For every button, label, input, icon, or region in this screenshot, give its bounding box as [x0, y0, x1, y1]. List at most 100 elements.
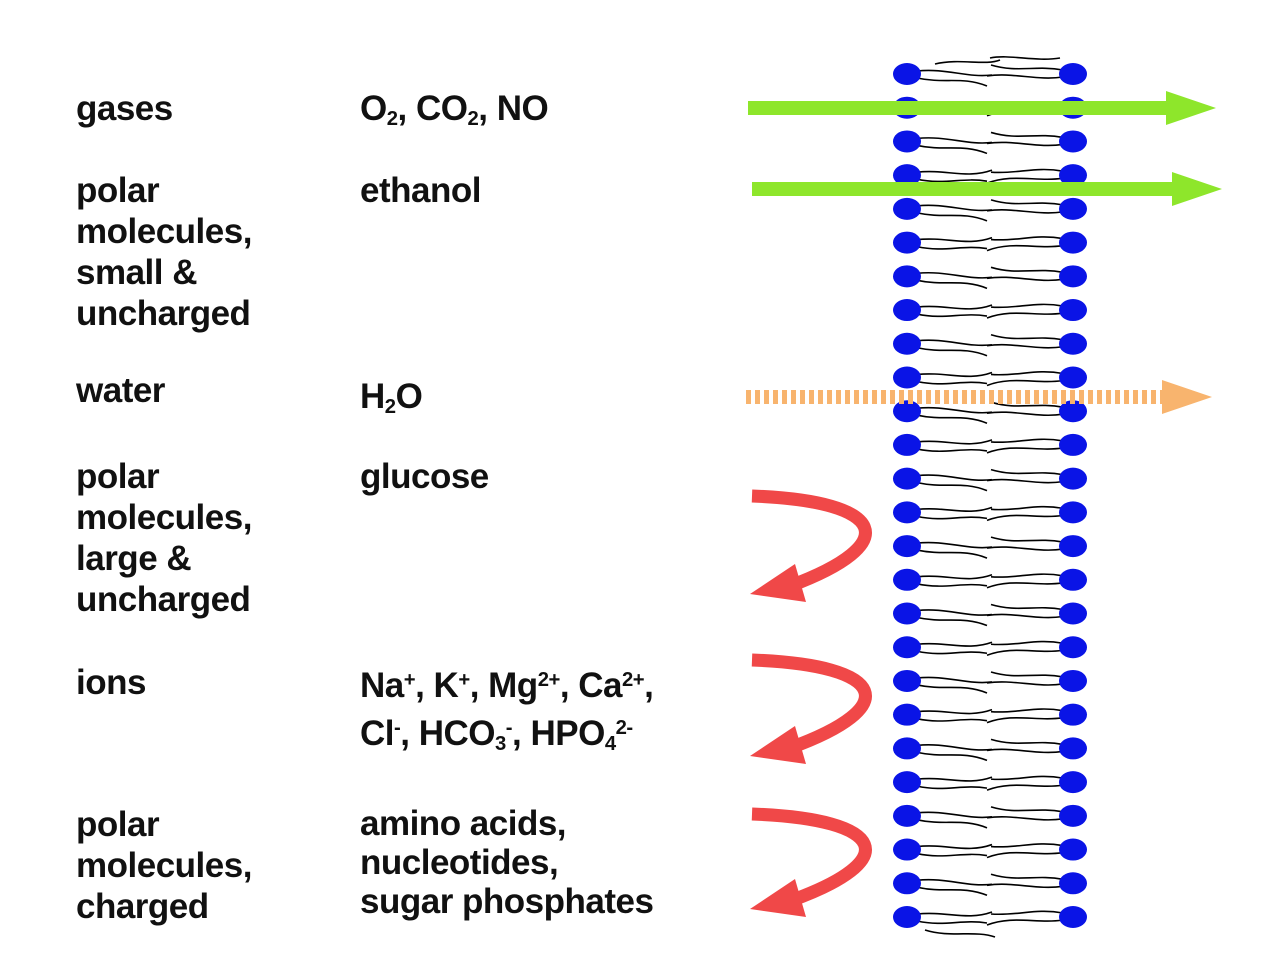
- lipid-tail: [916, 137, 993, 144]
- lipid-tail: [916, 474, 993, 481]
- lipid-head: [893, 197, 921, 220]
- lipid-tail: [986, 514, 1064, 522]
- lipid-head: [893, 366, 921, 389]
- example-text: , NO: [478, 89, 549, 128]
- lipid-tail: [990, 738, 1064, 746]
- phospholipid-pair: [893, 231, 1087, 254]
- lipid-tail: [916, 279, 988, 290]
- example-line: sugar phosphates: [360, 882, 654, 921]
- lipid-tail: [916, 609, 993, 616]
- category-line: polar: [76, 457, 160, 496]
- phospholipid-pair: [893, 669, 1087, 694]
- example-line: ethanol: [360, 170, 481, 211]
- arrow-head: [1162, 380, 1212, 414]
- lipid-head: [1059, 737, 1087, 760]
- lipid-head: [1059, 400, 1087, 423]
- lipid-tail: [916, 541, 993, 549]
- example-line: nucleotides,: [360, 843, 653, 882]
- example-text: -: [505, 716, 513, 739]
- lipid-tail: [990, 573, 1064, 578]
- phospholipid-pair: [893, 568, 1087, 591]
- lipid-tail: [916, 212, 988, 222]
- lipid-head: [893, 804, 921, 827]
- lipid-tail: [916, 371, 993, 378]
- arrow-head: [1166, 91, 1216, 125]
- lipid-tail: [916, 650, 988, 655]
- lipid-tail: [916, 304, 993, 310]
- lipid-head: [893, 568, 921, 591]
- lipid-tail: [990, 843, 1064, 848]
- lipid-tail: [916, 414, 988, 424]
- arrow-shaft: [751, 653, 872, 755]
- lipid-head: [893, 501, 921, 524]
- phospholipid-pair: [893, 197, 1087, 222]
- lipid-head: [1059, 669, 1087, 692]
- lipid-tail: [990, 131, 1064, 139]
- lipid-head: [893, 737, 921, 760]
- phospholipid-pair: [893, 602, 1087, 627]
- lipid-head: [1059, 501, 1087, 524]
- slow-pass-arrow: [746, 380, 1212, 414]
- example-text: +: [403, 668, 416, 691]
- example-text: 2-: [615, 716, 634, 739]
- lipid-tail: [916, 204, 993, 212]
- category-line: polar: [76, 171, 160, 210]
- phospholipid-pair: [893, 535, 1087, 559]
- lipid-head: [1059, 197, 1087, 220]
- lipid-tail: [986, 784, 1064, 791]
- lipid-tail: [986, 919, 1064, 926]
- phospholipid-pair: [893, 467, 1087, 492]
- arrow-head: [750, 879, 806, 917]
- arrow-head: [750, 564, 806, 602]
- lipid-tail: [916, 481, 988, 492]
- lipid-tail: [986, 816, 1064, 821]
- lipid-tail: [990, 708, 1064, 713]
- category-line: molecules,: [76, 498, 252, 537]
- lipid-head: [893, 838, 921, 861]
- arrow-shaft: [751, 807, 872, 908]
- category-label: water: [76, 370, 165, 411]
- phospholipid-pair: [893, 906, 1087, 928]
- lipid-tail: [916, 339, 993, 347]
- lipid-head: [893, 164, 921, 187]
- lipid-tail: [986, 716, 1064, 724]
- lipid-tail: [990, 910, 1064, 916]
- lipid-head: [1059, 872, 1087, 895]
- lipid-head: [1059, 299, 1087, 322]
- phospholipid-pair: [893, 63, 1087, 87]
- example-text: Cl: [360, 714, 395, 753]
- example-text: sugar phosphates: [360, 882, 654, 921]
- lipid-head: [893, 703, 921, 726]
- lipid-tail: [916, 776, 993, 782]
- lipid-tail: [934, 59, 1001, 65]
- phospholipid-pair: [893, 433, 1087, 456]
- example-line: Cl-, HCO3-, HPO42-: [360, 710, 653, 758]
- phospholipid-pair: [893, 636, 1087, 659]
- example-text: -: [394, 716, 401, 739]
- lipid-head: [893, 467, 921, 490]
- category-label: ions: [76, 662, 146, 703]
- example-line: O2, CO2, NO: [360, 88, 549, 129]
- lipid-tail: [990, 671, 1064, 678]
- category-line: large &: [76, 539, 192, 578]
- example-text: 2: [384, 396, 396, 419]
- lipid-head: [1059, 804, 1087, 827]
- lipid-tail: [986, 582, 1064, 589]
- lipid-tail: [990, 371, 1064, 376]
- lipid-tail: [916, 313, 988, 318]
- lipid-tail: [986, 613, 1064, 619]
- lipid-tail: [990, 64, 1064, 71]
- lipid-head: [1059, 467, 1087, 490]
- lipid-tail: [916, 717, 988, 722]
- permeability-arrows: [746, 91, 1222, 917]
- lipid-head: [893, 299, 921, 322]
- category-line: gases: [76, 89, 173, 128]
- phospholipid-pair: [893, 838, 1087, 861]
- lipid-tail: [916, 911, 993, 917]
- lipid-head: [893, 130, 921, 153]
- lipid-tail: [916, 852, 988, 857]
- lipid-tail: [916, 574, 993, 580]
- phospholipid-pair: [893, 265, 1087, 290]
